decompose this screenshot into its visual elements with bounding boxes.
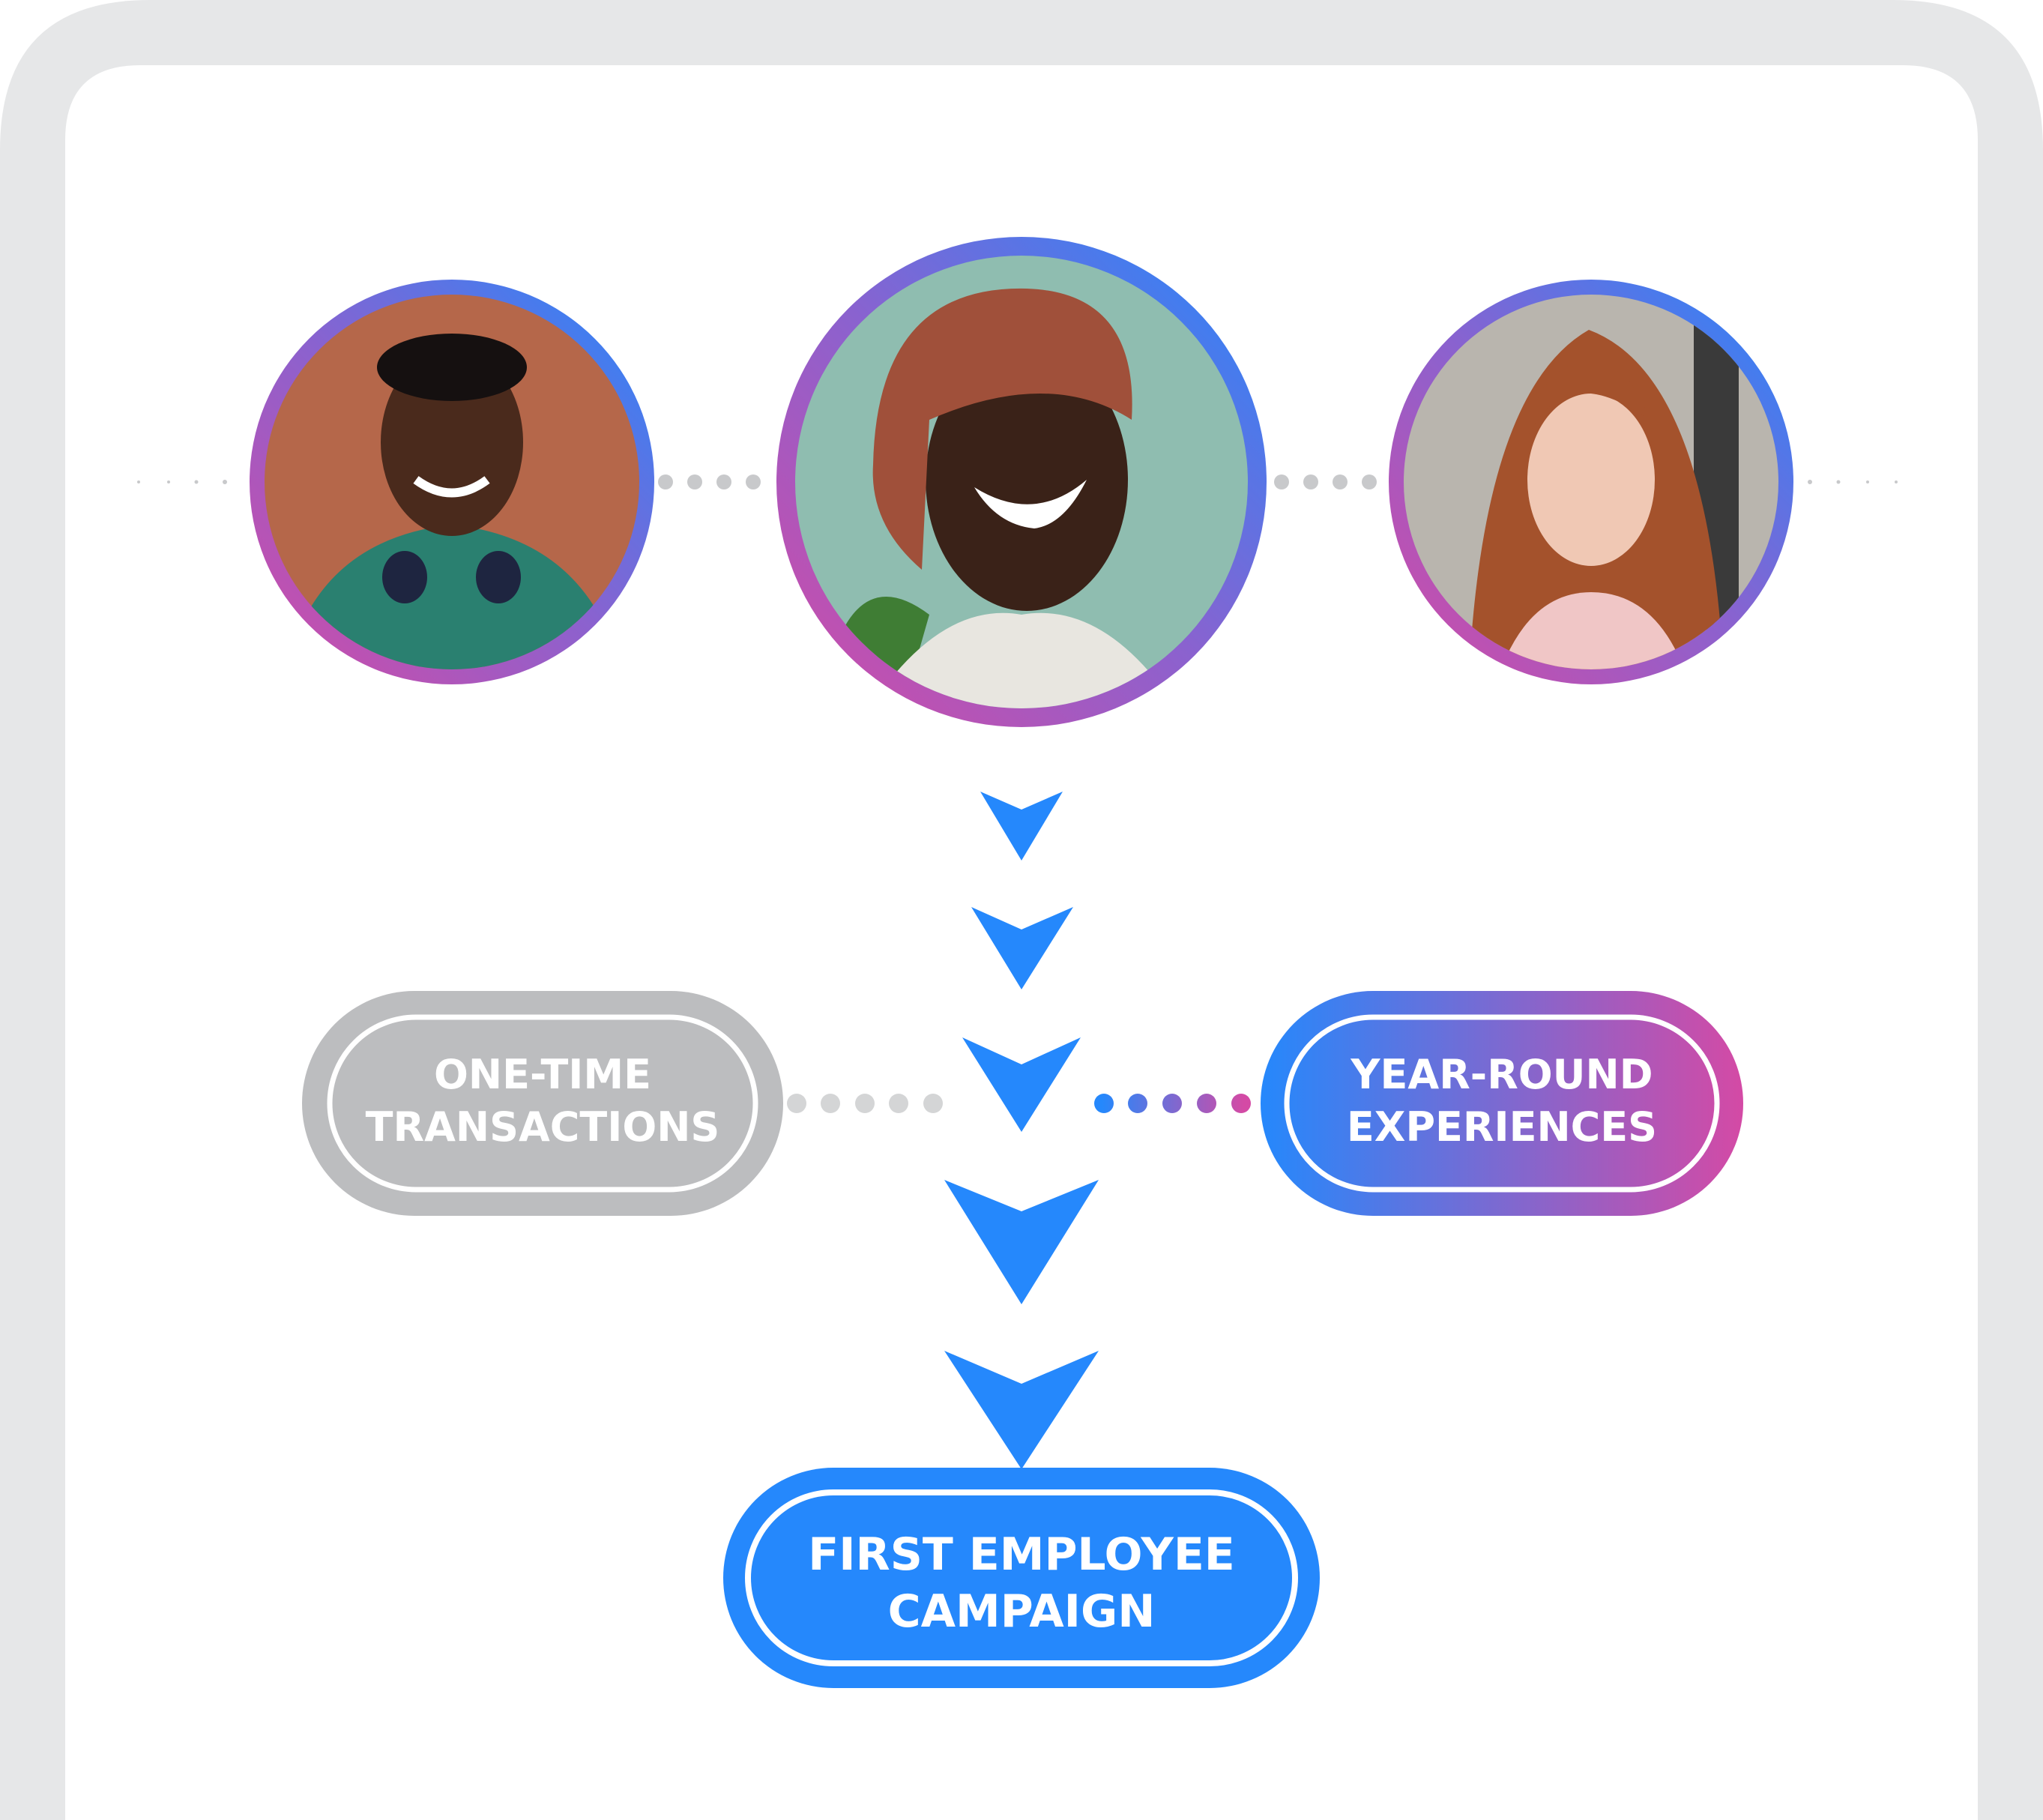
chevron-down-icon xyxy=(944,1351,1099,1469)
chevron-down-icon xyxy=(944,1180,1099,1304)
one-time-transactions-pill: ONE-TIME TRANSACTIONS xyxy=(302,991,783,1216)
person-center-photo xyxy=(776,237,1267,727)
person-left-photo xyxy=(250,280,654,684)
connector-dots-gray xyxy=(787,1094,943,1113)
chevron-down-icon xyxy=(962,1037,1081,1132)
pill-label-line1: FIRST EMPLOYEE xyxy=(808,1528,1235,1581)
year-round-experiences-pill: YEAR-ROUND EXPERIENCES xyxy=(1261,991,1743,1216)
pill-label-line2: EXPERIENCES xyxy=(1347,1103,1657,1151)
connector-dots-gradient xyxy=(1094,1094,1251,1113)
chevron-down-icon xyxy=(971,907,1073,989)
connector-dots-top xyxy=(137,474,1898,489)
pill-label-line2: CAMPAIGN xyxy=(888,1585,1156,1638)
first-employee-campaign-pill: FIRST EMPLOYEE CAMPAIGN xyxy=(723,1468,1320,1688)
person-right-photo xyxy=(1389,280,1793,684)
chevron-down-icon xyxy=(980,792,1063,861)
pill-label-line1: YEAR-ROUND xyxy=(1350,1051,1653,1098)
pill-label-line2: TRANSACTIONS xyxy=(366,1103,720,1151)
pill-label-line1: ONE-TIME xyxy=(434,1051,651,1098)
flow-arrows xyxy=(944,792,1099,1469)
